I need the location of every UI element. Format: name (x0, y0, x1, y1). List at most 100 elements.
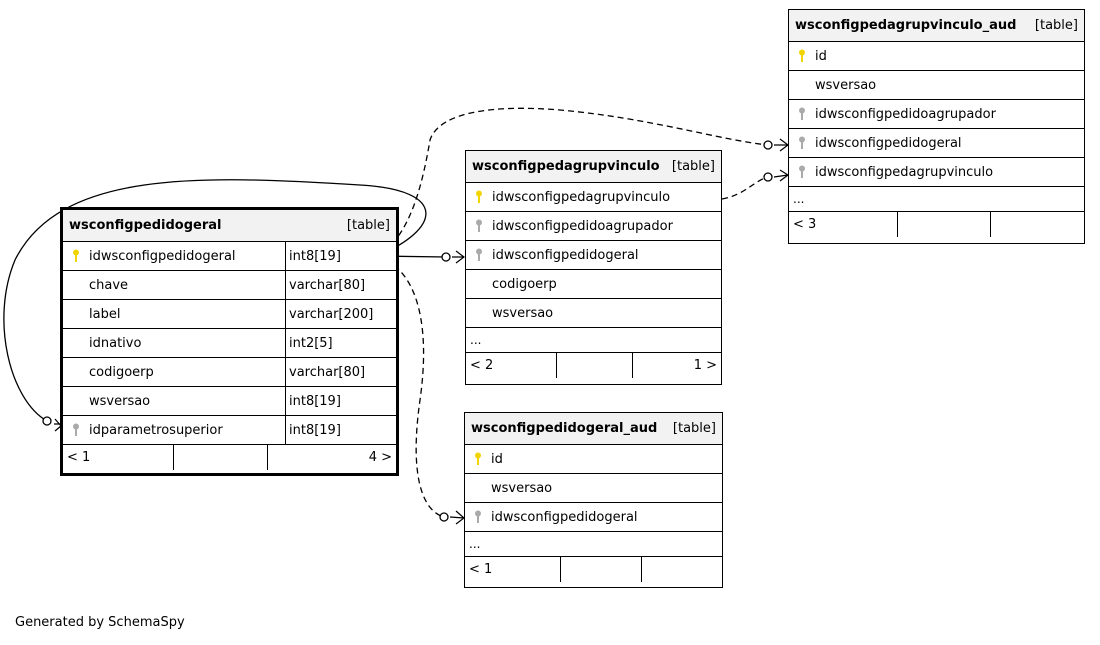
column-name: idwsconfigpedidogeral (491, 509, 638, 525)
primary-key-icon (789, 49, 815, 63)
column-name: codigoerp (492, 276, 557, 292)
column-name: id (815, 48, 827, 64)
column-name-cell: idwsconfigpedidogeral (789, 129, 1084, 157)
column-name-cell: idwsconfigpedagrupvinculo (466, 183, 721, 211)
column-name-cell: idparametrosuperior (63, 416, 285, 444)
column-name-cell: id (789, 42, 1084, 70)
column-row: id (465, 445, 722, 474)
column-name-cell: idwsconfigpedidoagrupador (466, 212, 721, 240)
column-name: wsversao (492, 305, 554, 321)
column-name: idwsconfigpedidoagrupador (815, 106, 996, 122)
column-name: idwsconfigpedidogeral (815, 135, 962, 151)
table-footer: < 1 4 > (63, 445, 396, 470)
column-type: int8[19] (285, 416, 396, 444)
column-type: int8[19] (285, 387, 396, 415)
edge-self-parent-end (42, 416, 52, 426)
table-wsconfigpedidogeral[interactable]: wsconfigpedidogeral [table] idwsconfigpe… (60, 207, 399, 476)
column-row: idwsconfigpedidogeral int8[19] (63, 242, 396, 271)
column-type: int2[5] (285, 329, 396, 357)
column-name-cell: idwsconfigpedidogeral (63, 242, 285, 270)
footer-children (990, 212, 1084, 237)
column-row: codigoerp (466, 270, 721, 299)
table-wsconfigpedagrupvinculo[interactable]: wsconfigpedagrupvinculo [table] idwsconf… (465, 150, 722, 385)
foreign-key-icon (789, 107, 815, 121)
column-name: idnativo (89, 335, 142, 351)
table-type: [table] (346, 218, 390, 233)
edge-geral-geral-aud (376, 255, 445, 518)
column-row: wsversao int8[19] (63, 387, 396, 416)
column-name: idwsconfigpedagrupvinculo (815, 164, 994, 180)
table-name: wsconfigpedagrupvinculo_aud (795, 18, 1017, 33)
more-columns-ellipsis: ... (465, 532, 722, 557)
footer-parents: < 1 (469, 562, 493, 577)
foreign-key-icon (466, 219, 492, 233)
column-row: idparametrosuperior int8[19] (63, 416, 396, 445)
column-name: wsversao (815, 77, 877, 93)
column-name: idwsconfigpedagrupvinculo (492, 189, 671, 205)
column-name: idwsconfigpedidogeral (89, 248, 236, 264)
column-name-cell: wsversao (465, 474, 722, 502)
column-row: label varchar[200] (63, 300, 396, 329)
column-name: label (89, 306, 121, 322)
table-name: wsconfigpedidogeral_aud (471, 421, 658, 436)
column-name-cell: idwsconfigpedidogeral (465, 503, 722, 531)
foreign-key-icon (789, 136, 815, 150)
primary-key-icon (466, 190, 492, 204)
column-name: codigoerp (89, 364, 154, 380)
column-name: idparametrosuperior (89, 422, 223, 438)
foreign-key-icon (63, 423, 89, 437)
column-name: idwsconfigpedidogeral (492, 247, 639, 263)
footer-middle (556, 353, 632, 378)
column-type: int8[19] (285, 242, 396, 270)
primary-key-icon (465, 452, 491, 466)
column-row: idwsconfigpedidogeral (789, 129, 1084, 158)
column-name-cell: idwsconfigpedagrupvinculo (789, 158, 1084, 186)
table-footer: < 2 1 > (466, 353, 721, 378)
column-row: idnativo int2[5] (63, 329, 396, 358)
edge-vinculo-vinculo-aud (721, 176, 769, 200)
column-type: varchar[80] (285, 271, 396, 299)
column-name-cell: idwsconfigpedidoagrupador (789, 100, 1084, 128)
table-header: wsconfigpedidogeral [table] (63, 210, 396, 242)
column-name: idwsconfigpedidoagrupador (492, 218, 673, 234)
table-footer: < 1 (465, 557, 722, 582)
column-name-cell: idwsconfigpedidogeral (466, 241, 721, 269)
column-name-cell: chave (63, 271, 285, 299)
table-footer: < 3 (789, 212, 1084, 237)
foreign-key-icon (466, 248, 492, 262)
column-row: idwsconfigpedagrupvinculo (789, 158, 1084, 187)
table-type: [table] (672, 421, 716, 436)
footer-middle (173, 445, 267, 470)
footer-children: 4 > (267, 445, 396, 470)
column-type: varchar[200] (285, 300, 396, 328)
column-row: idwsconfigpedidoagrupador (466, 212, 721, 241)
edge-self-parent (3, 179, 427, 422)
column-name: wsversao (89, 393, 151, 409)
table-header: wsconfigpedagrupvinculo [table] (466, 151, 721, 183)
table-type: [table] (671, 159, 715, 174)
column-type: varchar[80] (285, 358, 396, 386)
column-row: codigoerp varchar[80] (63, 358, 396, 387)
column-name-cell: codigoerp (466, 270, 721, 298)
generated-by-label: Generated by SchemaSpy (15, 615, 185, 630)
column-row: wsversao (789, 71, 1084, 100)
column-row: wsversao (465, 474, 722, 503)
primary-key-icon (63, 249, 89, 263)
footer-parents: < 3 (793, 217, 817, 232)
table-name: wsconfigpedidogeral (69, 218, 222, 233)
more-columns-ellipsis: ... (466, 328, 721, 353)
edge-geral-vinculo-aud (376, 107, 769, 257)
footer-parents: < 2 (470, 358, 494, 373)
more-columns-ellipsis: ... (789, 187, 1084, 212)
column-name-cell: codigoerp (63, 358, 285, 386)
column-name-cell: idnativo (63, 329, 285, 357)
column-row: idwsconfigpedagrupvinculo (466, 183, 721, 212)
column-row: id (789, 42, 1084, 71)
table-header: wsconfigpedagrupvinculo_aud [table] (789, 10, 1084, 42)
table-name: wsconfigpedagrupvinculo (472, 159, 660, 174)
foreign-key-icon (789, 165, 815, 179)
column-name-cell: label (63, 300, 285, 328)
